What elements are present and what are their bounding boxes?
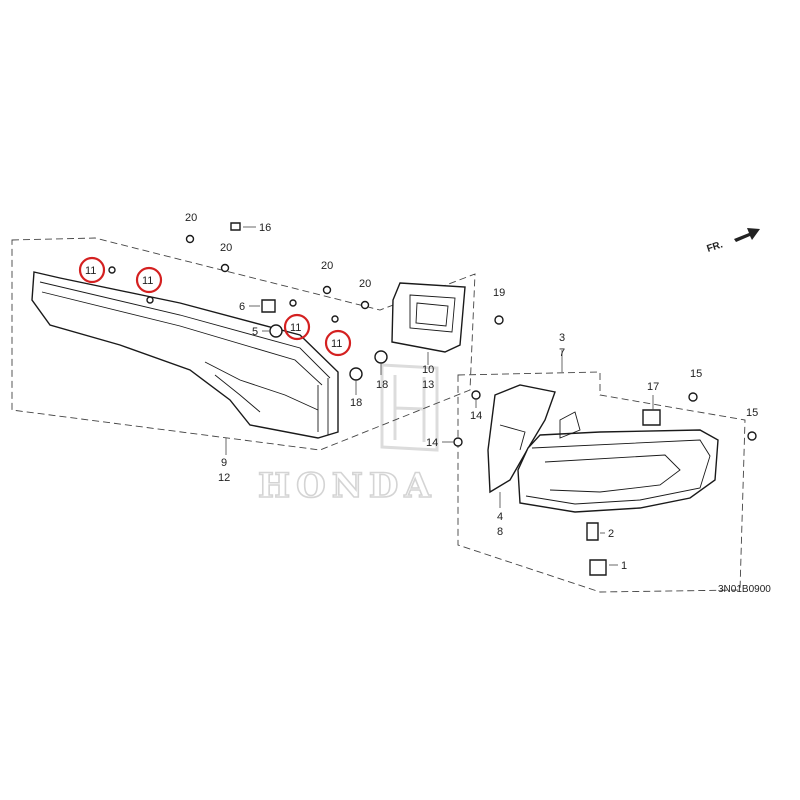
highlight-11d <box>324 329 352 357</box>
socket-1 <box>589 559 607 576</box>
stud-11d <box>331 315 339 323</box>
bulb-2 <box>586 522 599 541</box>
honda-logo-mark <box>380 363 439 452</box>
screw-14a <box>471 390 481 400</box>
highlight-11c <box>283 313 311 341</box>
leader-lines <box>225 226 654 566</box>
watermark-text: HONDA <box>258 466 437 506</box>
callout-8: 8 <box>497 526 503 538</box>
callout-14: 14 <box>426 437 438 449</box>
callout-4: 4 <box>497 511 503 523</box>
callout-18: 18 <box>350 397 362 409</box>
grommet-18a <box>374 350 388 364</box>
callout-labels: 20 16 20 20 20 11 11 11 11 6 5 19 10 13 … <box>85 212 758 572</box>
callout-20: 20 <box>220 242 232 254</box>
callout-1: 1 <box>621 560 627 572</box>
honda-watermark: HONDA <box>257 363 439 507</box>
nut-20a <box>185 234 195 244</box>
outer-tail-lamp-part <box>517 411 719 513</box>
callout-18: 18 <box>376 379 388 391</box>
callout-14: 14 <box>470 410 482 422</box>
stud-11c <box>289 299 297 307</box>
fasteners <box>108 222 757 576</box>
callout-15: 15 <box>746 407 758 419</box>
callout-9: 9 <box>221 457 227 469</box>
screw-19 <box>494 315 504 325</box>
stud-11b <box>146 296 154 304</box>
clip-6 <box>261 299 276 313</box>
cap-5 <box>269 324 283 338</box>
callout-3: 3 <box>559 332 565 344</box>
front-direction-label: FR. <box>706 239 725 255</box>
callout-20: 20 <box>359 278 371 290</box>
highlight-11a <box>78 256 106 284</box>
callout-10: 10 <box>422 364 434 376</box>
screw-16 <box>230 222 241 231</box>
callout-7: 7 <box>559 347 565 359</box>
highlight-11b <box>135 266 163 294</box>
callout-13: 13 <box>422 379 434 391</box>
diagram-code: 3N01B0900 <box>718 584 771 595</box>
right-assembly-boundary <box>457 371 746 593</box>
left-assembly-boundary <box>11 237 476 451</box>
callout-20: 20 <box>321 260 333 272</box>
nut-20c <box>322 285 332 295</box>
stud-11a <box>108 266 116 274</box>
screw-15a <box>688 392 698 402</box>
grommet-18b <box>349 367 363 381</box>
screw-14b <box>453 437 463 447</box>
callout-11: 11 <box>142 275 153 287</box>
callout-11: 11 <box>290 322 301 334</box>
nut-20b <box>220 263 230 273</box>
socket-17 <box>642 409 661 426</box>
nut-20d <box>360 300 370 310</box>
callout-17: 17 <box>647 381 659 393</box>
callout-16: 16 <box>259 222 271 234</box>
callout-6: 6 <box>239 301 245 313</box>
callout-19: 19 <box>493 287 505 299</box>
callout-5: 5 <box>252 326 258 338</box>
callout-15: 15 <box>690 368 702 380</box>
inner-garnish-lamp-part <box>31 271 339 439</box>
callout-11: 11 <box>85 265 96 277</box>
front-arrow-icon <box>734 228 760 242</box>
callout-11: 11 <box>331 338 342 350</box>
callout-12: 12 <box>218 472 230 484</box>
front-direction-indicator: FR. <box>706 228 760 255</box>
gasket-part <box>391 282 466 353</box>
callout-20: 20 <box>185 212 197 224</box>
callout-2: 2 <box>608 528 614 540</box>
highlight-circles <box>78 256 352 357</box>
screw-15b <box>747 431 757 441</box>
